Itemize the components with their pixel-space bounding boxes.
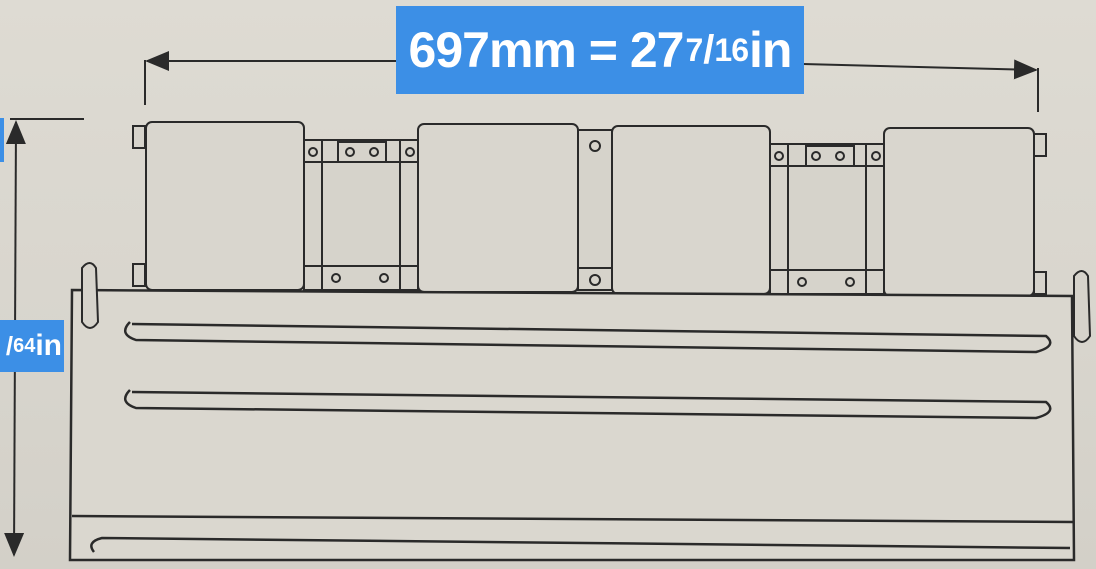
hole xyxy=(379,273,389,283)
hole xyxy=(811,151,821,161)
width-dimension xyxy=(144,51,1039,112)
hole xyxy=(871,151,881,161)
module-box-1 xyxy=(145,121,305,291)
right-end-clip xyxy=(1073,270,1092,343)
hole xyxy=(308,147,318,157)
connector-frames xyxy=(303,129,885,295)
height-label-fragment-top xyxy=(0,118,4,162)
tab xyxy=(1033,271,1047,295)
width-fraction-denominator: 16 xyxy=(714,32,749,68)
rib-base xyxy=(90,536,1071,553)
tab xyxy=(1033,133,1047,157)
height-unit: in xyxy=(35,329,62,362)
housing-bottom-seam xyxy=(71,514,1075,524)
module-box-3 xyxy=(611,125,771,295)
hole xyxy=(331,273,341,283)
height-fraction-denominator: 64 xyxy=(13,335,36,357)
hole xyxy=(835,151,845,161)
connector-frame-1-bracket xyxy=(337,141,387,163)
end-clips xyxy=(81,262,1092,343)
mounting-holes xyxy=(308,140,881,287)
fraction-slash: / xyxy=(5,331,14,361)
top-modules xyxy=(145,121,1035,297)
hole xyxy=(589,140,601,152)
tab xyxy=(132,125,146,149)
hole xyxy=(405,147,415,157)
connector-frame-3-bracket xyxy=(805,145,855,167)
hole xyxy=(774,151,784,161)
hole xyxy=(797,277,807,287)
hole xyxy=(589,274,601,286)
connector-frame-2 xyxy=(577,129,613,291)
side-tabs xyxy=(132,125,1047,295)
fraction-slash: / xyxy=(703,28,714,72)
housing-outline xyxy=(68,288,1076,562)
rib-upper xyxy=(123,321,1052,354)
main-housing xyxy=(68,288,1076,562)
hole xyxy=(369,147,379,157)
width-value: 697mm = 27 xyxy=(408,22,685,78)
hole xyxy=(845,277,855,287)
width-arrow-right xyxy=(802,59,1038,80)
housing-ribs xyxy=(90,321,1071,553)
width-fraction-numerator: 7 xyxy=(685,32,703,68)
hole xyxy=(345,147,355,157)
rib-lower xyxy=(123,389,1052,420)
module-box-2 xyxy=(417,123,579,293)
left-end-clip xyxy=(81,262,100,329)
tab xyxy=(132,263,146,287)
module-box-4 xyxy=(883,127,1035,297)
width-unit: in xyxy=(749,22,792,78)
